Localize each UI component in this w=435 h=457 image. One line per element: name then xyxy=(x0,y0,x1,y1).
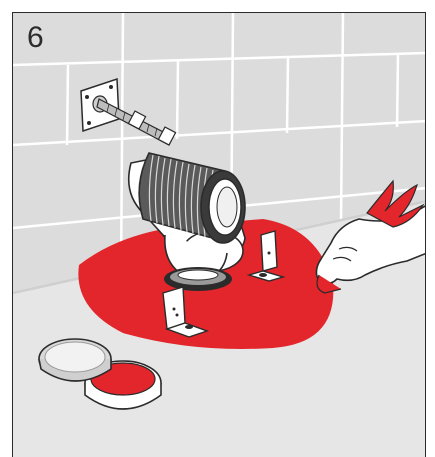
installation-illustration xyxy=(13,13,426,457)
floor-drain-collar-icon xyxy=(164,267,232,291)
instruction-panel: 6 xyxy=(12,12,426,457)
step-number: 6 xyxy=(27,23,44,53)
